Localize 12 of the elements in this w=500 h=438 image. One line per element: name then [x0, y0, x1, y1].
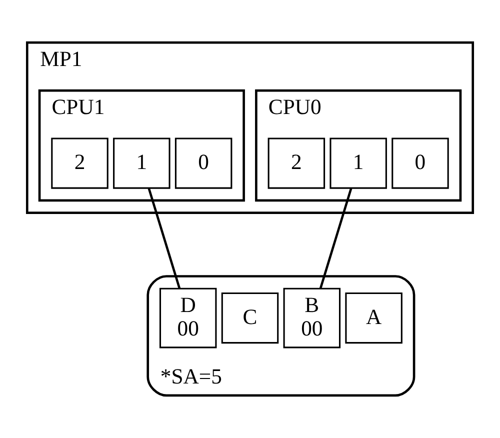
node-box: C [221, 292, 279, 344]
node-box: B 00 [283, 288, 341, 348]
node-box: D 00 [159, 288, 217, 348]
connector [148, 188, 181, 289]
node-box: 2 [268, 138, 326, 189]
node-box: 0 [392, 138, 449, 189]
connector [319, 188, 352, 289]
node-box: 2 [51, 138, 108, 189]
node-box: 1 [113, 138, 170, 189]
node-box: A [345, 292, 402, 344]
node-box: 0 [174, 138, 232, 189]
node-box: 1 [330, 138, 387, 189]
